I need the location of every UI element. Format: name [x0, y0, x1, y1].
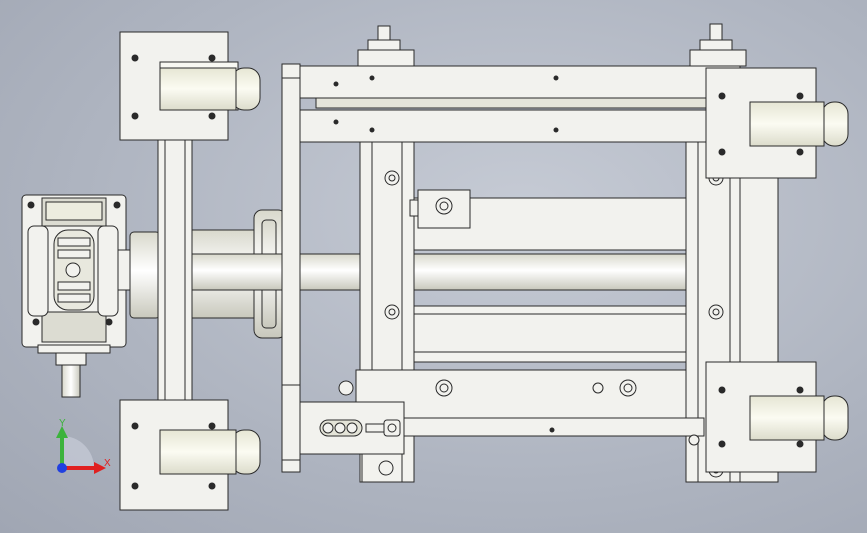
top-pin-left: [357, 25, 415, 67]
x-axis-label: X: [104, 458, 111, 469]
caster-wheel-top-right: [705, 67, 849, 179]
left-axle: [157, 139, 193, 403]
z-axis-dot: [57, 463, 67, 473]
triad-arc: [62, 436, 94, 468]
top-pin-right: [689, 23, 747, 67]
caster-wheel-top-left: [119, 31, 261, 141]
caster-wheel-bottom-left: [119, 399, 261, 511]
gearbox: [21, 194, 133, 398]
caster-wheel-bottom-right: [705, 361, 849, 473]
x-axis-arrowhead: [94, 462, 106, 474]
y-axis-arrowhead: [56, 426, 68, 438]
axis-triad: Y X: [56, 418, 111, 474]
mounting-plate: [281, 63, 301, 473]
y-axis-label: Y: [59, 418, 66, 429]
